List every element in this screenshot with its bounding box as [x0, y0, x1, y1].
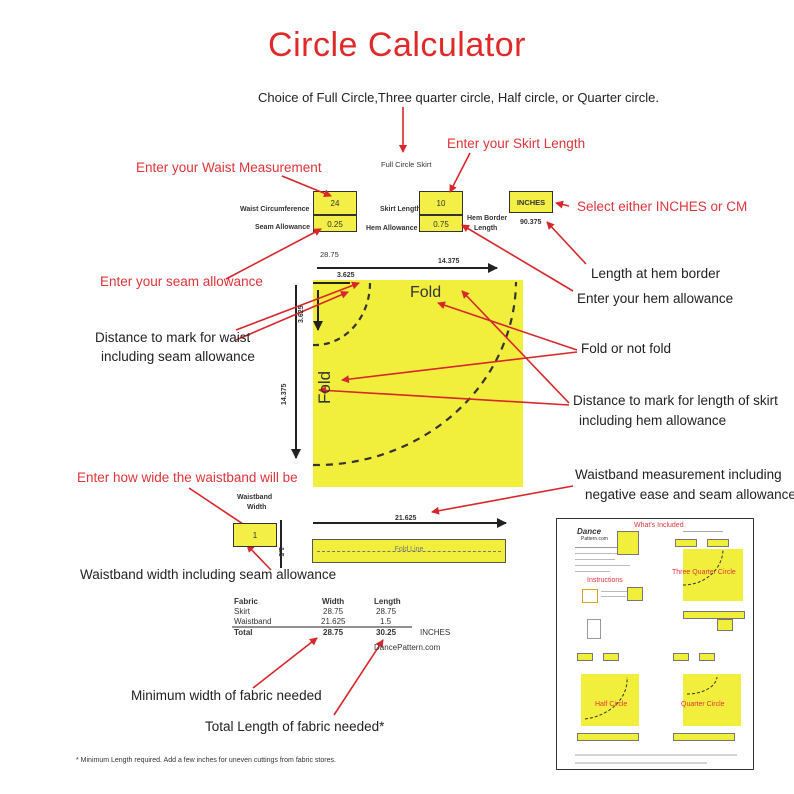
callout-skirt-mark-1: Distance to mark for length of skirt	[573, 393, 778, 408]
table-total-width: 28.75	[323, 628, 344, 637]
fabric-table: Fabric Width Length Skirt 28.75 28.75 Wa…	[234, 597, 454, 657]
hem-border-label-2: Length	[474, 225, 498, 232]
callout-total-length: Total Length of fabric needed*	[205, 719, 385, 734]
table-header: Width	[322, 597, 345, 606]
fold-label-side: Fold	[315, 370, 334, 404]
waistband-label-1: Waistband	[237, 494, 273, 501]
callout-waist-mark-2: including seam allowance	[101, 349, 255, 364]
table-cell: 21.625	[321, 617, 346, 626]
hem-border-label: Hem Border	[467, 215, 508, 222]
dim-side-large: 14.375	[281, 383, 288, 405]
callout-waistband-measure-2: negative ease and seam allowance	[585, 487, 794, 502]
callout-hem-length: Length at hem border	[591, 266, 721, 281]
thumb-heading: What's Included	[634, 522, 684, 529]
footnote: * Minimum Length required. Add a few inc…	[76, 757, 336, 764]
waistband-height-dim: 1.5	[277, 547, 284, 557]
thumb-instructions: Instructions	[587, 577, 623, 584]
waistband-strip: Fold Line	[312, 539, 506, 563]
hem-allowance-label: Hem Allowance	[366, 225, 418, 232]
table-cell: 28.75	[376, 607, 397, 616]
table-total-label: Total	[234, 628, 253, 637]
callout-units: Select either INCHES or CM	[577, 199, 748, 214]
waistband-width-input[interactable]: 1	[233, 523, 277, 547]
callout-waistband-measure-1: Waistband measurement including	[575, 467, 782, 482]
callout-fold: Fold or not fold	[581, 341, 672, 356]
thumb-three-quarter: Three Quarter Circle	[672, 569, 736, 576]
callout-skirt-length: Enter your Skirt Length	[447, 136, 586, 151]
waistband-length-dim: 21.625	[395, 515, 417, 522]
thumb-quarter: Quarter Circle	[681, 701, 725, 708]
thumb-half: Half Circle	[595, 701, 628, 708]
thumb-logo: Dance	[577, 527, 602, 536]
table-cell: 28.75	[323, 607, 344, 616]
dim-top-small: 3.625	[337, 272, 355, 279]
dim-side-small: 3.625	[298, 305, 305, 323]
callout-min-width: Minimum width of fabric needed	[131, 688, 322, 703]
callout-waist: Enter your Waist Measurement	[136, 160, 322, 175]
hem-border-value: 90.375	[520, 219, 542, 226]
fold-label-top: Fold	[410, 284, 442, 301]
callout-seam: Enter your seam allowance	[100, 274, 263, 289]
table-header: Fabric	[234, 597, 259, 606]
calculator-heading: Full Circle Skirt	[381, 160, 432, 169]
waist-input[interactable]: 24	[313, 191, 357, 215]
fabric-square	[313, 280, 523, 487]
table-cell: Waistband	[234, 617, 272, 626]
thumb-arcs	[575, 548, 737, 764]
callout-waistband-width-enter: Enter how wide the waistband will be	[77, 470, 298, 485]
page-title: Circle Calculator	[268, 26, 526, 64]
waistband-label-2: Width	[247, 504, 267, 511]
callout-hem-allowance: Enter your hem allowance	[577, 291, 734, 306]
callout-skirt-mark-2: including hem allowance	[579, 413, 727, 428]
table-cell: 1.5	[380, 617, 392, 626]
table-header: Length	[374, 597, 401, 606]
table-units: INCHES	[420, 628, 451, 637]
units-select[interactable]: INCHES	[509, 191, 553, 213]
skirt-length-label: Skirt Length	[380, 206, 421, 213]
dim-top-large: 14.375	[438, 258, 460, 265]
callout-waist-mark-1: Distance to mark for waist	[95, 330, 251, 345]
site-name: DancePattern.com	[374, 643, 441, 652]
seam-input[interactable]: 0.25	[313, 215, 357, 232]
table-cell: Skirt	[234, 607, 250, 616]
waist-label: Waist Circumference	[240, 206, 310, 213]
skirt-length-input[interactable]: 10	[419, 191, 463, 215]
table-total-length: 30.25	[376, 628, 397, 637]
preview-thumbnail[interactable]: Dance Pattern.com What's Included Instru…	[556, 518, 754, 770]
fold-line-label: Fold Line	[394, 546, 424, 553]
callout-waistband-width-incl: Waistband width including seam allowance	[80, 567, 337, 582]
thumb-logo-sub: Pattern.com	[581, 536, 608, 542]
subtitle: Choice of Full Circle,Three quarter circ…	[258, 90, 659, 105]
seam-label: Seam Allowance	[255, 224, 310, 231]
width-readout: 28.75	[320, 250, 339, 259]
hem-allowance-input[interactable]: 0.75	[419, 215, 463, 232]
